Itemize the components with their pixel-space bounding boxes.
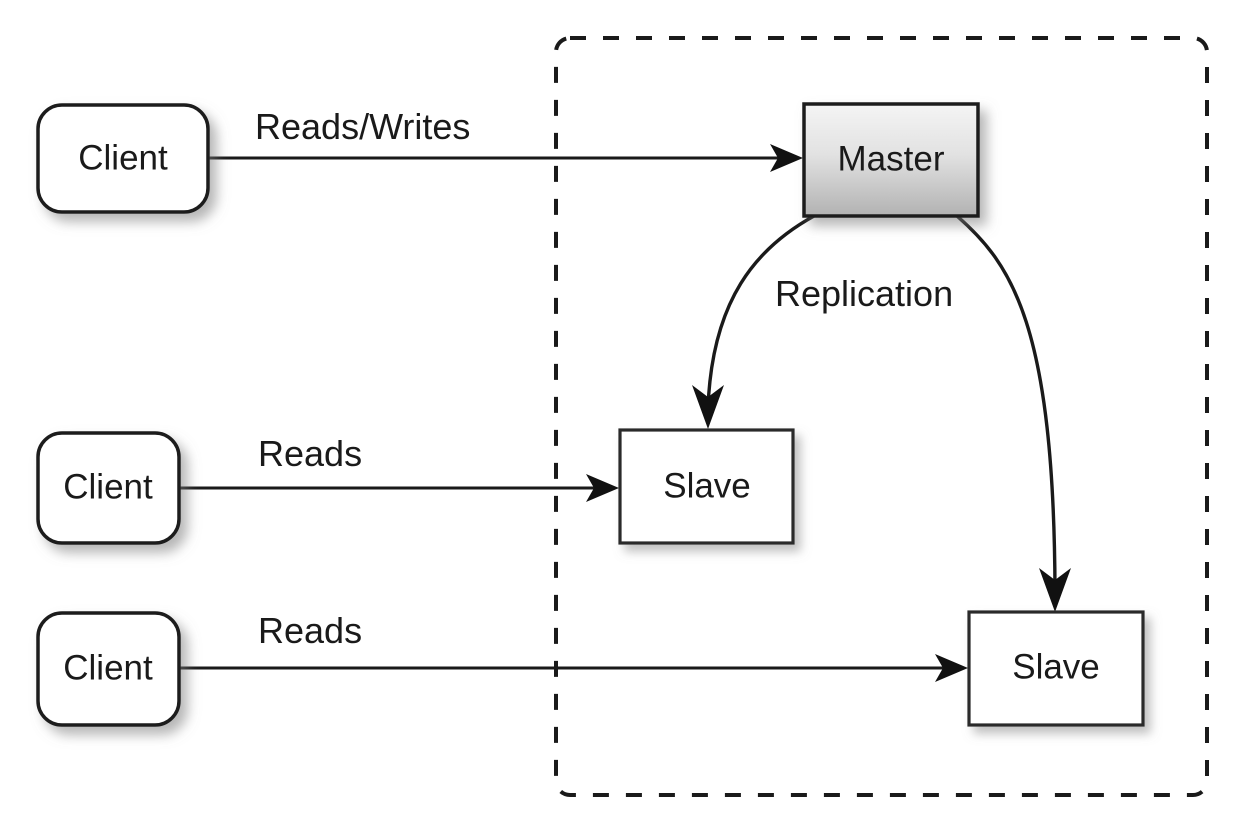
node-slave-upper[interactable]: Slave <box>618 428 795 545</box>
edge-label-reads-writes: Reads/Writes <box>255 106 470 147</box>
edge-label-reads-bottom: Reads <box>258 610 362 651</box>
edge-label-replication: Replication <box>775 273 953 314</box>
edge-master-to-slave-upper <box>692 214 815 429</box>
node-client-middle[interactable]: Client <box>36 431 181 545</box>
node-master[interactable]: Master <box>802 102 980 218</box>
node-master-label: Master <box>838 139 945 178</box>
arrowhead-to-slave-upper <box>586 474 619 502</box>
node-client-middle-label: Client <box>63 467 153 506</box>
arrowhead-to-master <box>770 144 803 172</box>
edge-client-top-to-master <box>209 144 803 172</box>
arrowhead-to-slave-lower <box>935 654 968 682</box>
edge-label-reads-middle: Reads <box>258 433 362 474</box>
node-client-bottom-label: Client <box>63 648 153 687</box>
node-slave-lower-label: Slave <box>1012 647 1100 686</box>
database-cluster-boundary <box>554 36 1209 797</box>
edge-client-middle-to-slave-upper <box>179 474 619 502</box>
arrowhead-replication-upper <box>692 385 724 429</box>
node-slave-lower[interactable]: Slave <box>967 610 1145 727</box>
node-slave-upper-label: Slave <box>663 466 751 505</box>
edge-master-to-slave-lower <box>955 214 1071 612</box>
arrowhead-replication-lower <box>1039 568 1071 612</box>
edge-client-bottom-to-slave-lower <box>179 654 968 682</box>
node-client-top-label: Client <box>78 138 168 177</box>
node-client-bottom[interactable]: Client <box>36 611 181 727</box>
node-client-top[interactable]: Client <box>36 103 210 214</box>
